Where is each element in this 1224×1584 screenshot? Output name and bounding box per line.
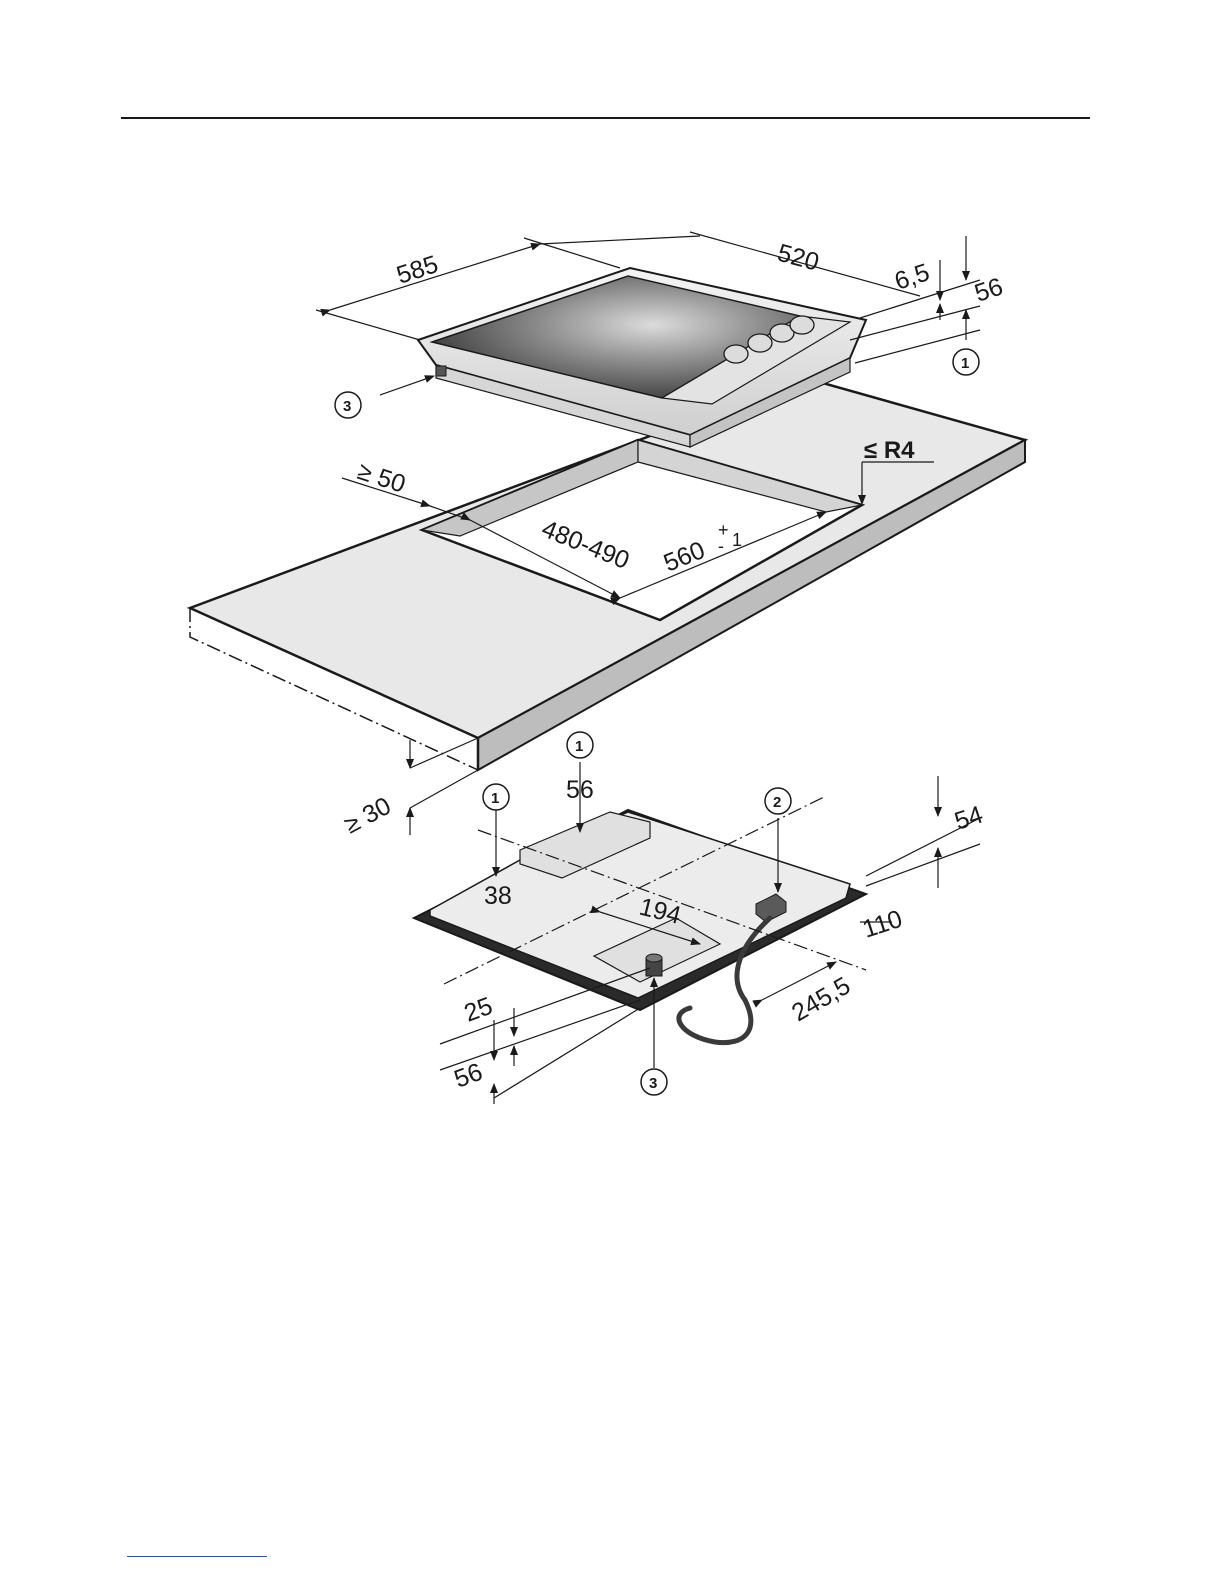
callout-3b: 3 [649,1075,657,1092]
callout-2: 2 [773,794,781,811]
dim-width-tol-value: 1 [732,530,742,550]
callout-1a: 1 [491,790,499,807]
dim-585: 585 [393,250,441,290]
dim-56-upper: 56 [566,776,594,804]
dim-6-5: 6,5 [891,258,933,295]
dim-radius: ≤ R4 [864,437,915,464]
footer-link-underline[interactable] [127,1556,267,1557]
dim-56-top: 56 [971,272,1006,307]
dim-min-edge: ≥ 50 [354,457,409,499]
dim-38: 38 [484,882,512,910]
dim-110: 110 [859,905,906,944]
callout-1b: 1 [575,738,583,755]
gas-connection [646,954,662,976]
dim-245-5: 245,5 [787,972,855,1028]
dim-width-tol-minus: - [718,536,724,556]
dim-520: 520 [774,239,822,277]
dim-56-lower: 56 [450,1058,486,1094]
callout-1-top: 1 [961,355,969,372]
dim-worktop-thickness: ≥ 30 [340,792,396,839]
callout-3-top: 3 [343,398,351,415]
dim-25: 25 [460,992,496,1028]
